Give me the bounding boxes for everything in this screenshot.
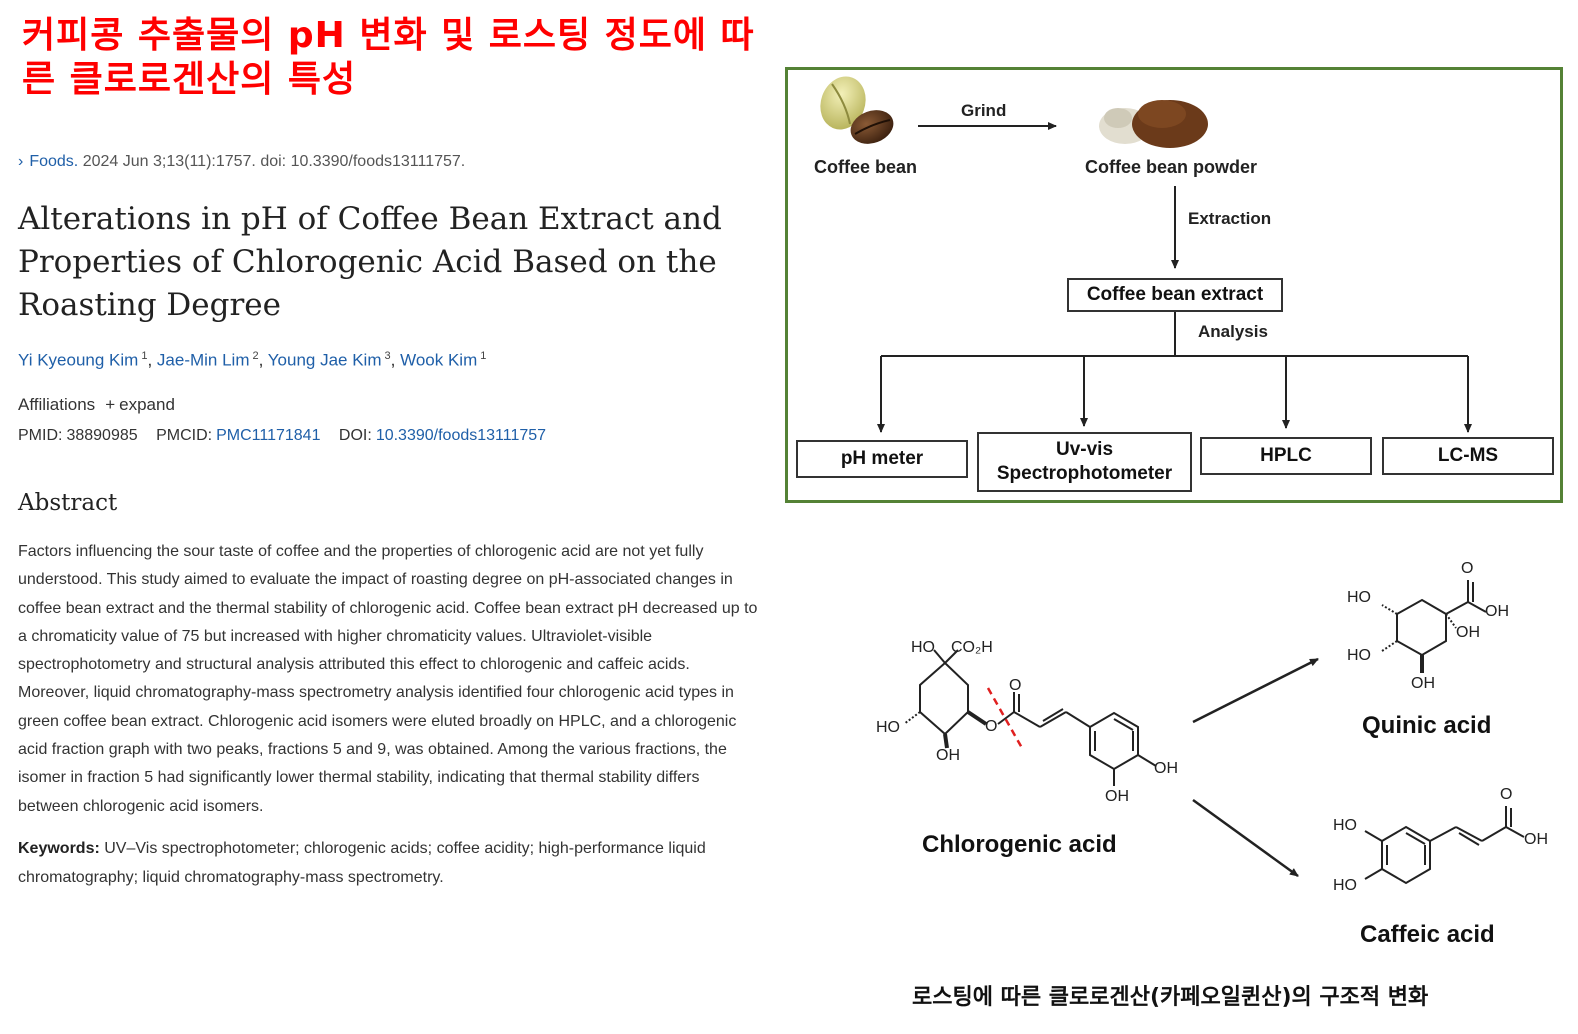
doi-label: DOI: [338,427,372,444]
abstract-text: Factors influencing the sour taste of co… [18,543,758,815]
article-title: Alterations in pH of Coffee Bean Extract… [18,201,722,323]
flowchart-connectors [877,122,1472,433]
citation-line: › Foods. 2024 Jun 3;13(11):1757. doi: 10.… [18,153,465,171]
doi-link[interactable]: 10.3390/foods13111757 [375,427,547,444]
group-label: O [985,718,998,735]
chevron-right-icon[interactable]: › [18,153,24,170]
pmcid-link[interactable]: PMC11171841 [216,427,321,444]
citation-details: 2024 Jun 3;13(11):1757. doi: 10.3390/foo… [82,153,466,170]
coffee-bean-extract-node: Coffee bean extract [1067,278,1283,312]
group-label: O [1500,786,1513,803]
caffeic-acid-structure [1364,806,1525,885]
group-label: HO [1333,877,1357,894]
coffee-bean-powder-label: Coffee bean powder [1085,157,1258,177]
pmid-label: PMID: [18,427,63,444]
abstract-heading: Abstract [18,490,118,516]
affiliation-number: 3 [384,350,391,362]
group-label: O [1009,677,1022,694]
journal-link[interactable]: Foods. [29,153,79,170]
group-label: HO [1333,817,1357,834]
plus-icon[interactable]: + [105,395,116,414]
group-label: OH [1411,675,1435,692]
quinic-acid-structure [1381,580,1487,673]
author-link[interactable]: Yi Kyeoung Kim [18,350,139,370]
uv-vis-node: Uv-vis Spectrophotometer [977,432,1192,492]
author-link[interactable]: Jae-Min Lim [156,350,250,370]
grind-label: Grind [961,101,1007,120]
group-label: OH [1105,788,1129,805]
group-label: HO [1347,647,1371,664]
coffee-bean-label: Coffee bean [814,157,918,177]
lc-ms-node: LC-MS [1382,437,1554,475]
slide-title: 커피콩 추출물의 pH 변화 및 로스팅 정도에 따른 클로로겐산의 특성 [22,15,755,100]
group-label: HO [911,639,935,656]
keywords-text: UV–Vis spectrophotometer; chlorogenic ac… [18,840,706,886]
group-label: O [1461,560,1474,577]
pmid-value: 38890985 [66,427,138,444]
group-label: OH [1485,603,1509,620]
affiliations-label: Affiliations [18,395,96,414]
analysis-label: Analysis [1198,322,1268,341]
keywords-block: Keywords: UV–Vis spectrophotometer; chlo… [18,834,763,892]
group-label: OH [1456,624,1480,641]
coffee-bean-icon [820,76,894,144]
chlorogenic-acid-label: Chlorogenic acid [922,831,1117,858]
affiliations-row: Affiliations +expand [18,395,175,415]
pmcid-label: PMCID: [156,427,213,444]
group-label: OH [936,747,960,764]
caffeic-acid-label: Caffeic acid [1360,921,1495,948]
keywords-label: Keywords: [18,840,100,857]
affiliation-number: 1 [141,350,148,362]
quinic-acid-label: Quinic acid [1362,712,1492,739]
hplc-node: HPLC [1200,437,1372,475]
group-label: OH [1524,831,1548,848]
extraction-label: Extraction [1188,209,1272,228]
author-link[interactable]: Wook Kim [400,350,478,370]
reaction-arrows [1192,657,1319,878]
chlorogenic-acid-structure [903,649,1157,786]
coffee-powder-icon [1099,100,1208,148]
group-label: HO [1347,589,1371,606]
flowchart-panel [785,67,1563,503]
figure-caption: 로스팅에 따른 클로로겐산(카페오일퀸산)의 구조적 변화 [912,985,1429,1010]
expand-toggle[interactable]: expand [119,395,175,414]
identifiers-row: PMID:38890985 PMCID:PMC11171841 DOI:10.3… [18,427,546,445]
group-label: HO [876,719,900,736]
author-link[interactable]: Young Jae Kim [267,350,382,370]
group-label: CO₂H [951,639,993,656]
affiliation-number: 1 [480,350,487,362]
affiliation-number: 2 [252,350,259,362]
group-label: OH [1154,760,1178,777]
ph-meter-node: pH meter [796,440,968,478]
